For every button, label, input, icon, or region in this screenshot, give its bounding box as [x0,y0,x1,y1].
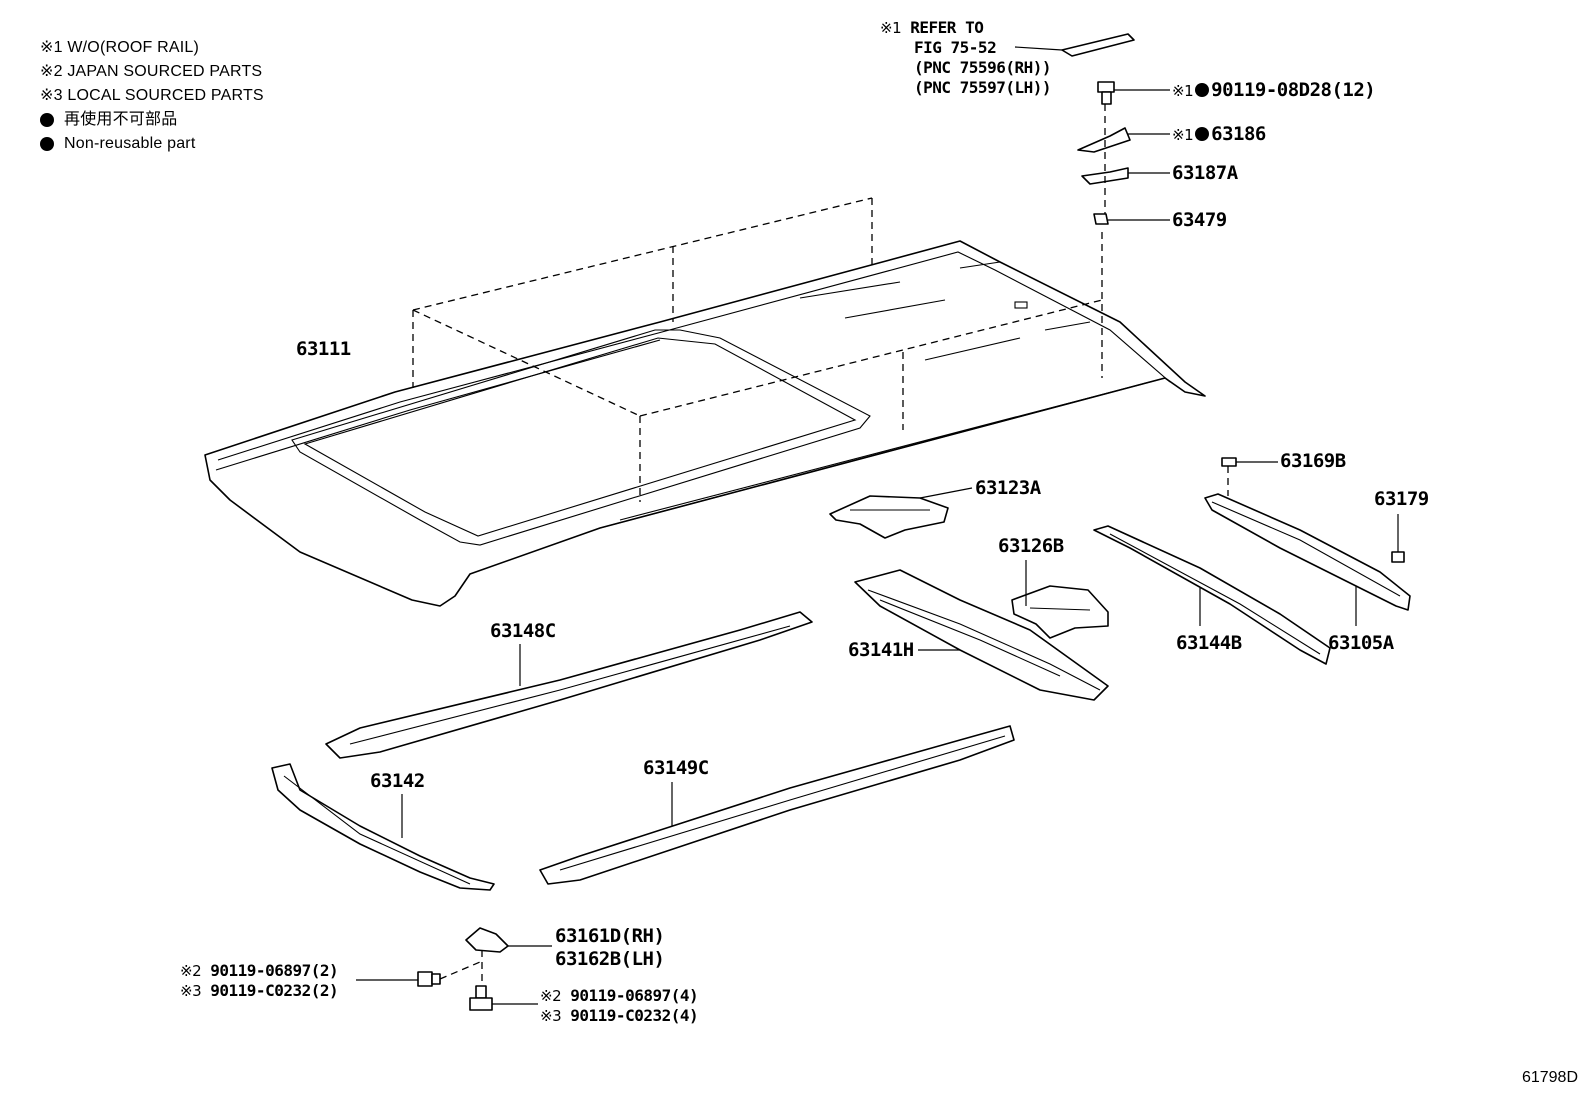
bolt-bottom-90119-06897[interactable] [469,950,538,1011]
label-63186-text: 63186 [1211,123,1266,145]
rail-63105A[interactable] [1204,493,1411,626]
clip-63179[interactable] [1391,514,1405,563]
legend-nonreusable-en-text: Non-reusable part [64,135,196,152]
refer-line-1: REFER TO [910,18,984,37]
refer-line-2: FIG 75-52 [914,38,997,57]
nonreusable-dot-icon [40,113,54,127]
label-bolt-bottom[interactable]: ※2 90119-06897(4) ※3 90119-C0232(4) [540,986,699,1026]
legend-note-3: ※3 LOCAL SOURCED PARTS [40,87,264,104]
figure-id: 61798D [1521,1069,1578,1086]
label-63105A[interactable]: 63105A [1328,632,1394,654]
label-63186-mark: ※1 [1172,126,1194,144]
label-63111[interactable]: 63111 [296,338,351,360]
legend-nonreusable-jp: 再使用不可部品 [40,108,264,132]
bolt-bottom-mark-2: ※3 [540,1007,562,1025]
reinforcement-63123A[interactable] [829,487,973,539]
roof-dash-lines [412,197,1103,502]
legend: ※1 W/O(ROOF RAIL) ※2 JAPAN SOURCED PARTS… [40,36,264,156]
bolt-bottom-mark-1: ※2 [540,987,562,1005]
bolt-bottom-text-2: 90119-C0232(4) [570,1006,699,1025]
bolt-bottom-text-1: 90119-06897(4) [570,986,699,1005]
label-63186[interactable]: ※1 63186 [1172,123,1266,146]
refer-line-3: (PNC 75596(RH)) [914,58,1052,77]
bolt-90119-08D28[interactable] [1097,81,1170,105]
bolt-left-mark-2: ※3 [180,982,202,1000]
bolt-left-text-2: 90119-C0232(2) [210,981,339,1000]
label-63149C[interactable]: 63149C [643,757,709,779]
reinforcement-63126B[interactable] [1011,560,1109,639]
rail-63148C[interactable] [325,611,813,759]
bracket-63187A[interactable] [1081,167,1170,185]
nonreusable-dot-icon [40,137,54,151]
label-63126B[interactable]: 63126B [998,535,1064,557]
bracket-63161D[interactable] [465,927,552,953]
nonreusable-dot-icon [1195,127,1210,141]
label-63141H[interactable]: 63141H [848,639,914,661]
label-63123A[interactable]: 63123A [975,477,1041,499]
weatherstrip-75596[interactable] [1014,33,1135,57]
label-63187A[interactable]: 63187A [1172,162,1238,184]
label-63161D[interactable]: 63161D(RH) [555,925,665,947]
label-63144B[interactable]: 63144B [1176,632,1242,654]
label-90119-08D28[interactable]: ※1 90119-08D28(12) [1172,79,1376,102]
legend-nonreusable-en: Non-reusable part [40,132,264,156]
label-63179[interactable]: 63179 [1374,488,1429,510]
clip-63479[interactable] [1093,213,1170,225]
clip-63169B[interactable] [1221,457,1278,496]
bracket-63186[interactable] [1077,127,1170,153]
bow-63144B[interactable] [1093,525,1331,665]
bolt-side-90119-06897[interactable] [356,961,481,987]
bow-63141H[interactable] [854,569,1109,701]
label-63479[interactable]: 63479 [1172,209,1227,231]
label-63148C[interactable]: 63148C [490,620,556,642]
label-bolt-left[interactable]: ※2 90119-06897(2) ※3 90119-C0232(2) [180,961,339,1001]
bolt-left-text-1: 90119-06897(2) [210,961,339,980]
legend-nonreusable-jp-text: 再使用不可部品 [64,111,178,128]
label-90119-08D28-mark: ※1 [1172,82,1194,100]
refer-to-callout: ※1 REFER TO FIG 75-52 (PNC 75596(RH)) (P… [880,18,1052,98]
legend-note-1: ※1 W/O(ROOF RAIL) [40,39,200,56]
rail-63142[interactable] [271,763,495,891]
refer-mark: ※1 [880,19,902,37]
label-63169B[interactable]: 63169B [1280,450,1346,472]
bolt-left-mark-1: ※2 [180,962,202,980]
legend-note-2: ※2 JAPAN SOURCED PARTS [40,63,263,80]
nonreusable-dot-icon [1195,83,1210,97]
label-90119-08D28-text: 90119-08D28(12) [1211,79,1376,101]
label-63162B[interactable]: 63162B(LH) [555,948,665,970]
roof-panel-63111[interactable] [204,240,1206,607]
rail-63149C[interactable] [539,725,1015,885]
refer-line-4: (PNC 75597(LH)) [914,78,1052,97]
label-63142[interactable]: 63142 [370,770,425,792]
